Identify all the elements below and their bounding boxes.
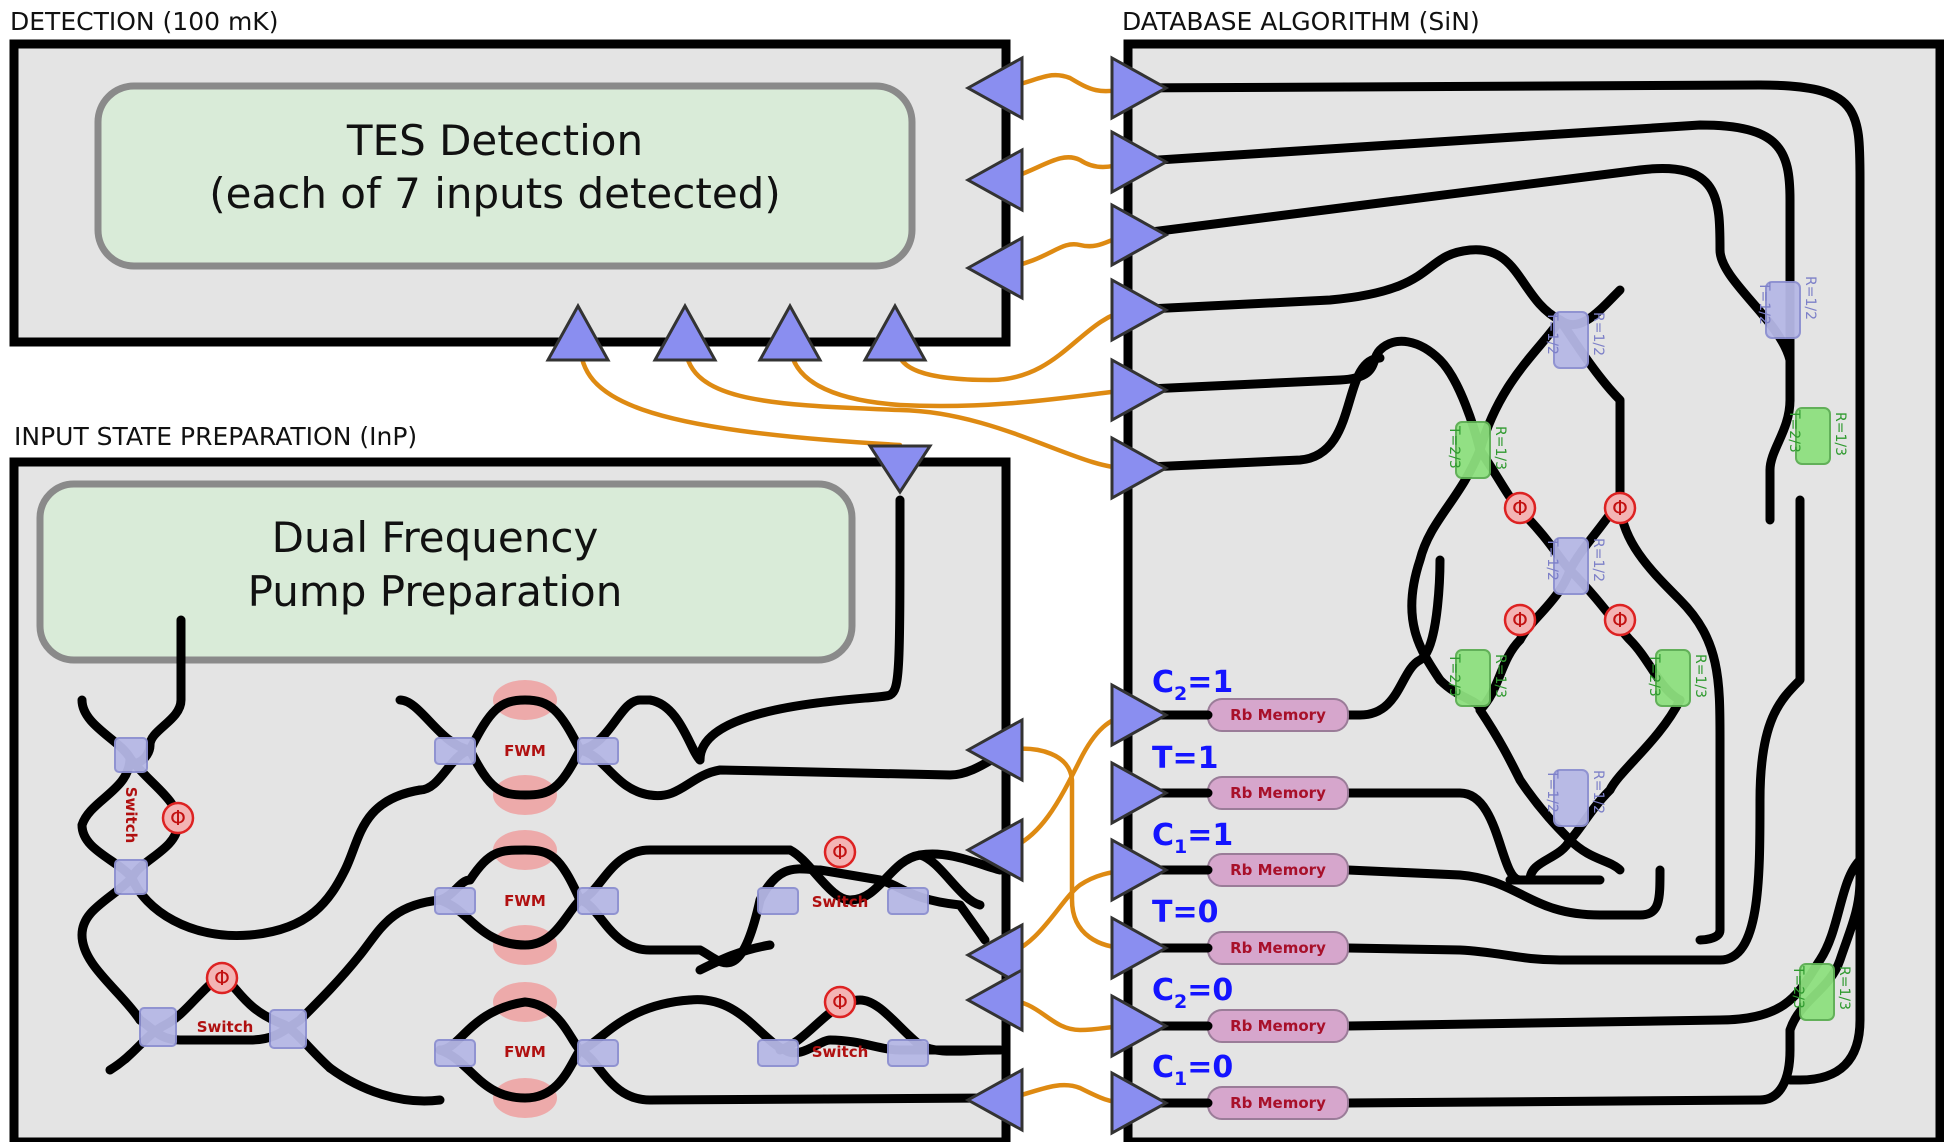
coupler-mem-5 — [1110, 993, 1170, 1059]
coupler-input-top — [867, 444, 933, 495]
state-label-c1-0: C1=0 — [1152, 1050, 1233, 1090]
coupler-db-4 — [1110, 277, 1170, 343]
bs-t-label-c: T=1/2 — [1544, 311, 1560, 355]
switch-label-bottom: Switch — [197, 1018, 254, 1036]
input-waveguides — [77, 495, 1005, 1106]
bs-r-label-b: R=1/3 — [1832, 412, 1848, 456]
section-label-input: INPUT STATE PREPARATION (InP) — [14, 422, 417, 451]
coupler-det-b3 — [757, 302, 823, 362]
coupler-db-2 — [1110, 129, 1170, 195]
input-labels: FWM FWM FWM Switch Switch Switch Switch — [122, 742, 868, 1061]
fwm-label-1: FWM — [504, 742, 546, 760]
coupler-in-r5 — [964, 1067, 1024, 1133]
db-phase-icon-1: Φ — [1512, 496, 1528, 520]
switch-label-low: Switch — [812, 1043, 869, 1061]
coupler-db-5 — [1110, 357, 1170, 423]
database-beam-splitters — [1455, 281, 1835, 1021]
db-phase-icon-4: Φ — [1612, 608, 1628, 632]
fwm-label-2: FWM — [504, 892, 546, 910]
phase-icon-4: Φ — [832, 990, 848, 1014]
coupler-det-r3 — [964, 235, 1024, 301]
coupler-det-b2 — [652, 302, 718, 362]
grating-couplers — [545, 55, 1170, 1136]
bs-t-label-b: T=2/3 — [1786, 409, 1802, 453]
bs-t-label-a: T=1/2 — [1756, 281, 1772, 325]
coupler-det-b1 — [545, 302, 611, 362]
state-labels: C2=1 T=1 C1=1 T=0 C2=0 C1=0 — [1152, 665, 1233, 1090]
rb-memory-label-1: Rb Memory — [1230, 706, 1326, 724]
coupler-det-r1 — [964, 55, 1024, 121]
bs-t-label-g: T=2/3 — [1646, 653, 1662, 697]
coupler-det-r2 — [964, 147, 1024, 213]
bs-t-label-f: T=2/3 — [1446, 653, 1462, 697]
database-waveguides — [1123, 80, 1865, 1108]
coupler-mem-1 — [1110, 682, 1170, 748]
rb-memory-label-3: Rb Memory — [1230, 861, 1326, 879]
rb-memory-label-4: Rb Memory — [1230, 939, 1326, 957]
state-label-t-1: T=1 — [1152, 741, 1218, 776]
coupler-db-1 — [1110, 55, 1170, 121]
pump-box-line1: Dual Frequency — [272, 513, 599, 562]
bs-r-label-h: R=1/2 — [1590, 770, 1606, 814]
input-couplers — [114, 737, 929, 1067]
pump-preparation-box — [36, 480, 856, 664]
coupler-in-r2 — [964, 817, 1024, 883]
coupler-mem-2 — [1110, 760, 1170, 826]
tes-box-line2: (each of 7 inputs detected) — [209, 169, 780, 218]
rb-memory-label-5: Rb Memory — [1230, 1017, 1326, 1035]
state-label-c2-0: C2=0 — [1152, 973, 1233, 1013]
state-label-c1-1: C1=1 — [1152, 818, 1233, 858]
database-bs-labels: T=1/2 R=1/2 T=2/3 R=1/3 T=1/2 R=1/2 T=2/… — [1446, 276, 1852, 1010]
bs-t-label-i: T=2/3 — [1790, 965, 1806, 1009]
database-phase-shifters: Φ Φ Φ Φ — [1503, 491, 1637, 637]
phase-icon-2: Φ — [214, 966, 230, 990]
db-phase-icon-2: Φ — [1612, 496, 1628, 520]
bs-r-label-i: R=1/3 — [1836, 966, 1852, 1010]
coupler-mem-4 — [1110, 915, 1170, 981]
tes-box-line1: TES Detection — [346, 116, 643, 165]
coupler-in-r1 — [964, 717, 1024, 783]
rb-memory-label-2: Rb Memory — [1230, 784, 1326, 802]
bs-r-label-g: R=1/3 — [1692, 654, 1708, 698]
coupler-in-r3 — [964, 922, 1024, 988]
phase-icon-3: Φ — [832, 840, 848, 864]
bs-t-label-e: T=1/2 — [1544, 537, 1560, 581]
coupler-db-6 — [1110, 435, 1170, 501]
bs-r-label-d: R=1/3 — [1492, 426, 1508, 470]
bs-r-label-e: R=1/2 — [1590, 538, 1606, 582]
db-phase-icon-3: Φ — [1512, 608, 1528, 632]
state-label-t-0: T=0 — [1152, 895, 1218, 930]
rb-memory-label-6: Rb Memory — [1230, 1094, 1326, 1112]
section-label-detection: DETECTION (100 mK) — [10, 7, 278, 36]
coupler-db-3 — [1110, 202, 1170, 268]
bs-r-label-c: R=1/2 — [1590, 312, 1606, 356]
coupler-det-b4 — [862, 302, 928, 362]
fwm-label-3: FWM — [504, 1043, 546, 1061]
coupler-in-r4 — [964, 967, 1024, 1033]
section-label-database: DATABASE ALGORITHM (SiN) — [1122, 7, 1480, 36]
pump-box-line2: Pump Preparation — [248, 567, 623, 616]
switch-label-mid: Switch — [812, 893, 869, 911]
input-phase-shifters: Φ Φ Φ Φ — [161, 801, 857, 1019]
bs-r-label-f: R=1/3 — [1492, 654, 1508, 698]
bs-t-label-h: T=1/2 — [1544, 769, 1560, 813]
coupler-mem-3 — [1110, 837, 1170, 903]
coupler-mem-6 — [1110, 1070, 1170, 1136]
bs-t-label-d: T=2/3 — [1446, 425, 1462, 469]
phase-icon-1: Φ — [170, 806, 186, 830]
bs-r-label-a: R=1/2 — [1802, 276, 1818, 320]
switch-label-left: Switch — [122, 787, 140, 844]
state-label-c2-1: C2=1 — [1152, 665, 1233, 705]
tes-detection-box — [94, 82, 916, 270]
